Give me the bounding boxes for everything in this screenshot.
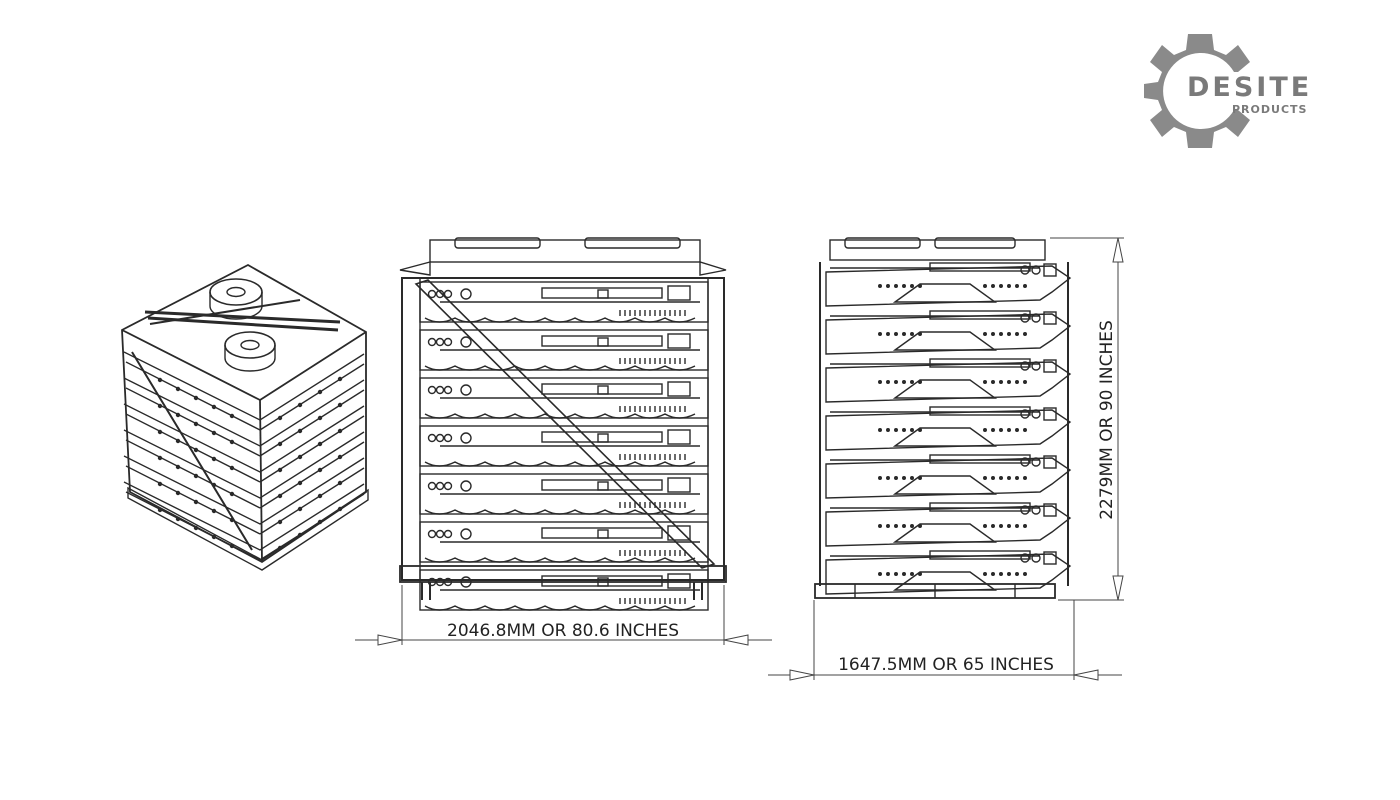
- iso-tier: [123, 429, 365, 499]
- isometric-view: [121, 263, 369, 571]
- side-width-label: 1647.5MM OR 65 INCHES: [838, 655, 1054, 675]
- side-tier: [825, 361, 1072, 403]
- side-view: [814, 237, 1072, 599]
- iso-tier: [123, 351, 365, 421]
- side-tier: [825, 553, 1072, 595]
- iso-tier: [123, 455, 365, 525]
- side-tier: [825, 457, 1072, 499]
- height-dimension: [1050, 237, 1124, 601]
- side-tier: [825, 409, 1072, 451]
- iso-tiers-left: [123, 351, 365, 561]
- front-view: [399, 237, 727, 611]
- side-tier: [825, 505, 1072, 547]
- side-tiers: [825, 262, 1072, 595]
- gear-icon: [1144, 34, 1250, 148]
- height-label: 2279MM OR 90 INCHES: [1097, 320, 1117, 520]
- front-width-label: 2046.8MM OR 80.6 INCHES: [447, 621, 679, 641]
- side-width-dimension: [768, 600, 1122, 681]
- side-tier: [825, 265, 1072, 307]
- iso-tier: [123, 403, 365, 473]
- iso-tier: [123, 377, 365, 447]
- logo-brand: DESITE: [1187, 72, 1312, 103]
- logo-subtitle: PRODUCTS: [1232, 103, 1307, 116]
- side-tier: [825, 313, 1072, 355]
- iso-tier: [123, 481, 365, 551]
- logo: DESITE PRODUCTS: [1144, 34, 1312, 148]
- iso-tiers-right: [259, 363, 365, 561]
- front-width-dimension: [355, 585, 772, 646]
